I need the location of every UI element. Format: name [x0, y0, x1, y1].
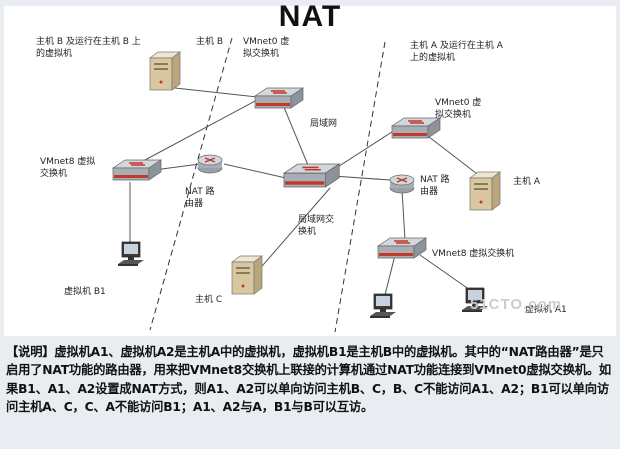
vmnet0-switch-b [254, 87, 304, 109]
label-lan-switch: 局域网交 换机 [298, 215, 335, 237]
description-note: 【说明】虚拟机A1、虚拟机A2是主机A中的虚拟机，虚拟机B1是主机B中的虚拟机。… [6, 345, 612, 415]
label-vmnet8-b: VMnet8 虚拟交换机 [40, 157, 96, 179]
lan-switch [283, 163, 341, 188]
label-host-b-vms: 主机 B 及运行在主机 B 上的虚拟机 [36, 37, 141, 59]
nat-router-a [389, 174, 415, 194]
vm-b1-pc [117, 241, 145, 267]
label-vmnet8-a: VMnet8 虚拟交换机 [432, 249, 515, 259]
vmnet8-switch-a [377, 237, 427, 259]
links [129, 87, 486, 296]
separator-left [149, 37, 233, 331]
label-host-a-vms: 主机 A 及运行在主机 A 上的虚拟机 [410, 41, 503, 63]
label-host-a: 主机 A [513, 177, 541, 187]
label-vm-a1: 虚拟机 A1 [525, 305, 567, 315]
vm-a2-pc [369, 293, 397, 319]
label-vmnet0-a: VMnet0 虚拟交换机 [435, 98, 482, 120]
label-host-b: 主机 B [196, 37, 224, 47]
vmnet8-switch-b [112, 159, 162, 181]
nat-router-b [197, 154, 223, 174]
host-a-server [469, 171, 501, 211]
label-lan: 局域网 [310, 119, 338, 129]
separator-right [334, 41, 386, 333]
label-vmnet0-b: VMnet0 虚拟交换机 [243, 37, 290, 59]
label-nat-router-a: NAT 路由器 [420, 175, 450, 197]
label-vm-b1: 虚拟机 B1 [64, 287, 106, 297]
vmnet0-switch-a [391, 117, 441, 139]
slide-title: NAT [278, 0, 342, 33]
label-nat-router-b: NAT 路由器 [185, 187, 215, 209]
host-c-server [231, 255, 263, 295]
host-b-server [149, 51, 181, 91]
label-host-c: 主机 C [195, 295, 223, 305]
watermark: 51CTO.com [470, 296, 563, 313]
